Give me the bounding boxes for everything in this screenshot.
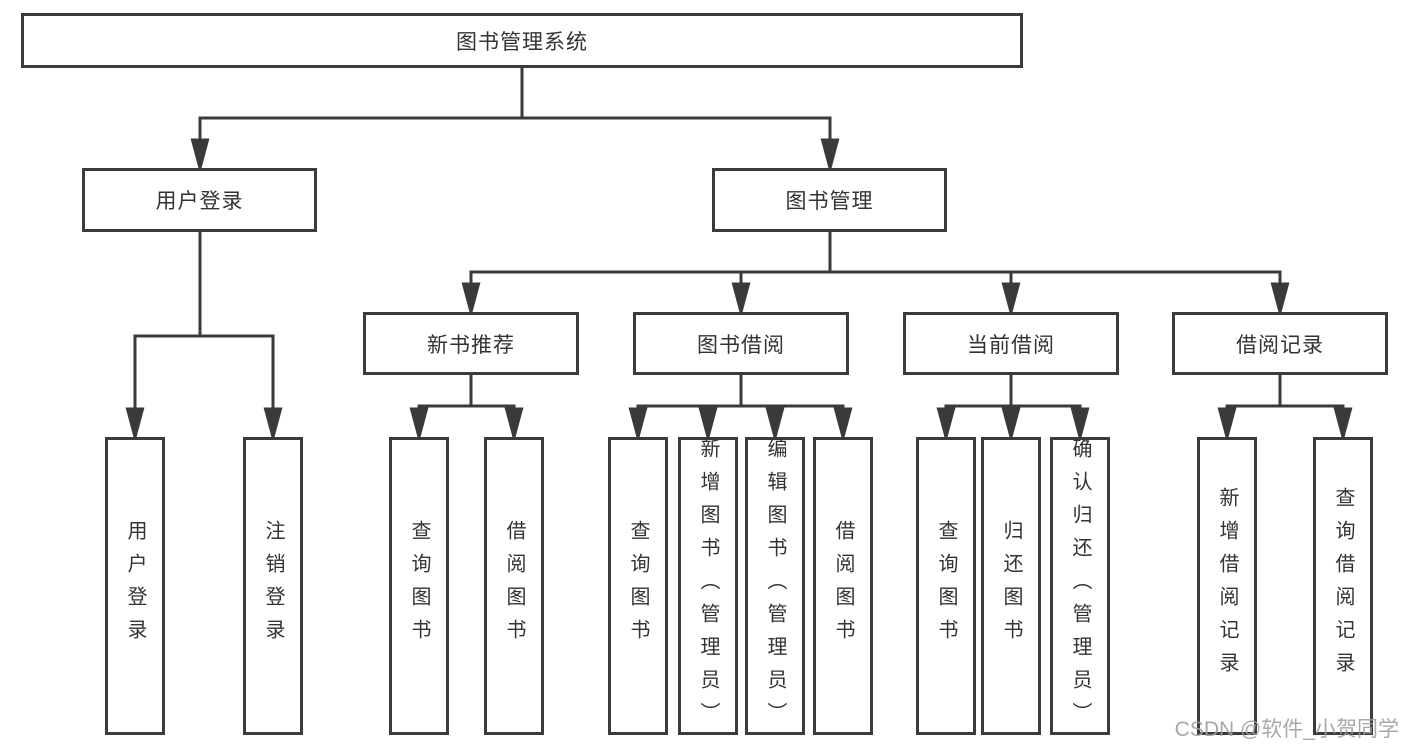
connector-borrow-record-leaves bbox=[1217, 375, 1353, 443]
leaf-label: 查询图书 bbox=[627, 520, 649, 652]
connector-new-book-leaves bbox=[409, 375, 524, 443]
leaf-label: 注销登录 bbox=[262, 520, 284, 652]
node-user-login: 用户登录 bbox=[82, 168, 317, 232]
connector-book-mgmt-to-level3 bbox=[461, 232, 1290, 318]
leaf-query-book-3: 查询图书 bbox=[916, 437, 976, 735]
leaf-confirm-return-admin: 确认归还（管理员） bbox=[1050, 437, 1110, 735]
leaf-label: 确认归还（管理员） bbox=[1069, 437, 1091, 735]
node-label: 当前借阅 bbox=[967, 333, 1055, 357]
csdn-watermark: CSDN @软件_小贺同学 bbox=[1174, 718, 1399, 741]
node-label: 新书推荐 bbox=[427, 333, 515, 357]
leaf-add-book-admin: 新增图书（管理员） bbox=[678, 437, 738, 735]
leaf-query-borrow-record: 查询借阅记录 bbox=[1313, 437, 1373, 735]
leaf-label: 归还图书 bbox=[1000, 520, 1022, 652]
leaf-label: 新增图书（管理员） bbox=[697, 437, 719, 735]
connector-user-login-leaves bbox=[125, 232, 283, 443]
leaf-query-book-2: 查询图书 bbox=[608, 437, 668, 735]
leaf-label: 借阅图书 bbox=[503, 520, 525, 652]
leaf-edit-book-admin: 编辑图书（管理员） bbox=[745, 437, 805, 735]
node-label: 图书借阅 bbox=[697, 333, 785, 357]
node-new-book-recommend: 新书推荐 bbox=[363, 312, 579, 375]
node-book-management: 图书管理 bbox=[712, 168, 947, 232]
leaf-label: 查询图书 bbox=[935, 520, 957, 652]
leaf-return-book: 归还图书 bbox=[981, 437, 1041, 735]
node-borrow-record: 借阅记录 bbox=[1172, 312, 1388, 375]
connector-root-to-level2 bbox=[190, 68, 840, 174]
node-label: 图书管理系统 bbox=[456, 30, 588, 54]
connector-book-borrow-leaves bbox=[628, 375, 853, 443]
leaf-label: 编辑图书（管理员） bbox=[764, 437, 786, 735]
node-book-borrow: 图书借阅 bbox=[633, 312, 849, 375]
leaf-label: 查询图书 bbox=[408, 520, 430, 652]
node-current-borrow: 当前借阅 bbox=[903, 312, 1119, 375]
leaf-user-login: 用户登录 bbox=[105, 437, 165, 735]
leaf-borrow-book-2: 借阅图书 bbox=[813, 437, 873, 735]
leaf-label: 查询借阅记录 bbox=[1332, 487, 1354, 685]
leaf-label: 新增借阅记录 bbox=[1216, 487, 1238, 685]
leaf-logout: 注销登录 bbox=[243, 437, 303, 735]
leaf-borrow-book-1: 借阅图书 bbox=[484, 437, 544, 735]
leaf-query-book-1: 查询图书 bbox=[389, 437, 449, 735]
leaf-add-borrow-record: 新增借阅记录 bbox=[1197, 437, 1257, 735]
node-label: 借阅记录 bbox=[1236, 333, 1324, 357]
leaf-label: 借阅图书 bbox=[832, 520, 854, 652]
node-label: 图书管理 bbox=[785, 190, 874, 213]
node-label: 用户登录 bbox=[155, 190, 244, 213]
node-root-library-system: 图书管理系统 bbox=[21, 13, 1023, 68]
leaf-label: 用户登录 bbox=[124, 520, 146, 652]
connector-current-borrow-leaves bbox=[936, 375, 1090, 443]
